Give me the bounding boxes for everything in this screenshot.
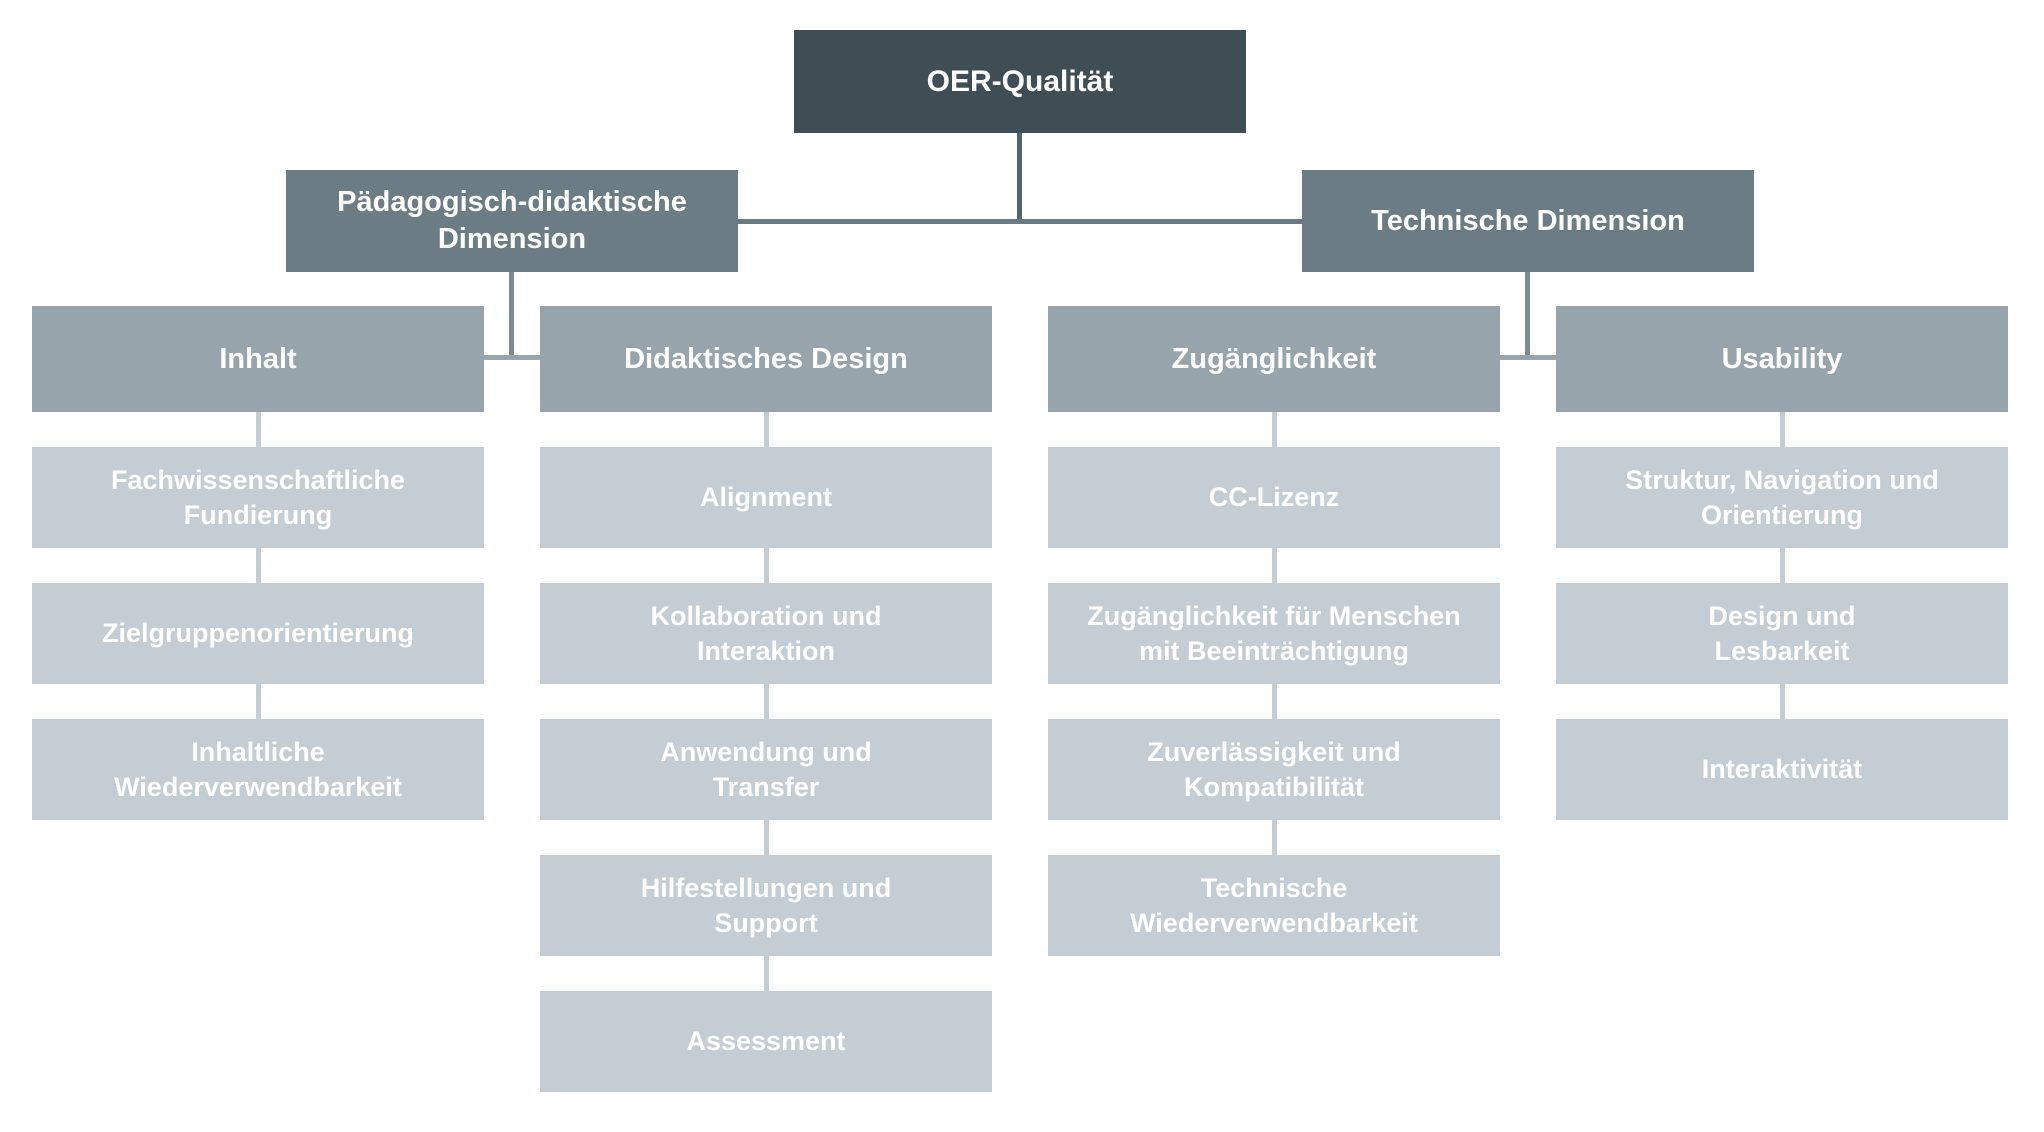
node-alignment: Alignment	[540, 447, 992, 548]
node-zugaenglichkeit-beeintraechtigung: Zugänglichkeit für Menschen mit Beeinträ…	[1048, 583, 1500, 684]
connector-paedagogisch-stub	[484, 355, 540, 360]
node-zugaenglichkeit: Zugänglichkeit	[1048, 306, 1500, 412]
connector-col4-seg2	[1780, 548, 1785, 583]
connector-dimensions-horizontal	[738, 219, 1302, 224]
connector-paedagogisch-vertical	[509, 272, 514, 360]
node-usability: Usability	[1556, 306, 2008, 412]
connector-col2-seg2	[764, 548, 769, 583]
node-inhaltliche-wiederverwendbarkeit: Inhaltliche Wiederverwendbarkeit	[32, 719, 484, 820]
node-oer-qualitaet: OER-Qualität	[794, 30, 1246, 133]
node-assessment: Assessment	[540, 991, 992, 1092]
connector-col1-seg1	[256, 412, 261, 447]
connector-col2-seg3	[764, 684, 769, 719]
node-technische-dimension: Technische Dimension	[1302, 170, 1754, 272]
connector-col4-seg1	[1780, 412, 1785, 447]
connector-col3-seg2	[1272, 548, 1277, 583]
node-anwendung-und-transfer: Anwendung und Transfer	[540, 719, 992, 820]
connector-col3-seg3	[1272, 684, 1277, 719]
connector-col2-seg5	[764, 956, 769, 991]
node-interaktivitaet: Interaktivität	[1556, 719, 2008, 820]
connector-col1-seg2	[256, 548, 261, 583]
node-cc-lizenz: CC-Lizenz	[1048, 447, 1500, 548]
node-kollaboration-und-interaktion: Kollaboration und Interaktion	[540, 583, 992, 684]
node-zuverlaessigkeit-und-kompatibilitaet: Zuverlässigkeit und Kompatibilität	[1048, 719, 1500, 820]
connector-root-vertical	[1017, 133, 1022, 224]
connector-col2-seg1	[764, 412, 769, 447]
node-struktur-navigation-orientierung: Struktur, Navigation und Orientierung	[1556, 447, 2008, 548]
node-didaktisches-design: Didaktisches Design	[540, 306, 992, 412]
connector-col4-seg3	[1780, 684, 1785, 719]
node-paedagogisch-didaktische-dimension: Pädagogisch-didaktische Dimension	[286, 170, 738, 272]
node-hilfestellungen-und-support: Hilfestellungen und Support	[540, 855, 992, 956]
node-inhalt: Inhalt	[32, 306, 484, 412]
connector-col3-seg4	[1272, 820, 1277, 855]
connector-technische-vertical	[1525, 272, 1530, 360]
node-zielgruppenorientierung: Zielgruppenorientierung	[32, 583, 484, 684]
node-fachwissenschaftliche-fundierung: Fachwissenschaftliche Fundierung	[32, 447, 484, 548]
node-design-und-lesbarkeit: Design und Lesbarkeit	[1556, 583, 2008, 684]
connector-technische-stub	[1500, 355, 1556, 360]
node-technische-wiederverwendbarkeit: Technische Wiederverwendbarkeit	[1048, 855, 1500, 956]
connector-col3-seg1	[1272, 412, 1277, 447]
connector-col2-seg4	[764, 820, 769, 855]
connector-col1-seg3	[256, 684, 261, 719]
